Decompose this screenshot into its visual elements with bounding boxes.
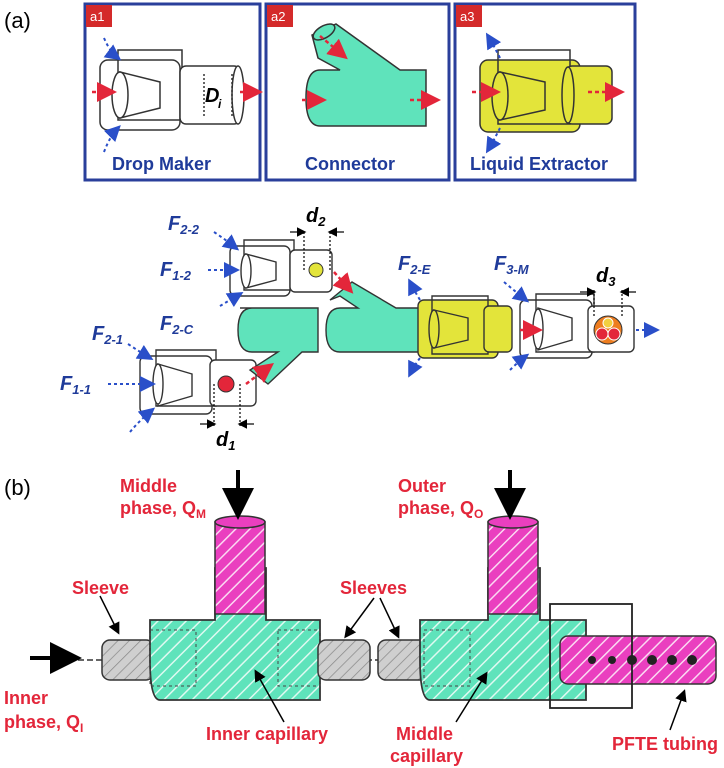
droplet-d1 — [217, 375, 235, 393]
middle-phase-line2: phase, QM — [120, 498, 206, 521]
middle-phase-inlet — [214, 521, 266, 615]
inner-phase-line2: phase, QI — [4, 712, 83, 735]
sleeve-label: Sleeve — [72, 578, 129, 598]
label-f3m: F3-M — [494, 253, 530, 277]
box-connector: a2 Connector — [264, 2, 451, 182]
extractor-bottom-outflow-arrow — [485, 127, 502, 154]
droplet-d3-core-3 — [602, 317, 614, 329]
pfte-pointer — [669, 689, 687, 731]
drop-maker-bottom-flow-arrow — [103, 125, 121, 153]
drop-maker-top-flow-arrow — [103, 37, 122, 61]
box-a2-title: Connector — [305, 154, 395, 174]
box-drop-maker: a1 D i Drop Maker — [83, 2, 263, 182]
outer-phase-inlet — [487, 521, 539, 615]
assembly-extractor — [417, 295, 513, 359]
t1-right-socket — [277, 629, 321, 687]
droplet-d3-core-1 — [595, 327, 609, 341]
extractor-top-outflow-arrow — [485, 32, 502, 59]
zoom-frame — [549, 603, 633, 709]
dim-d2-marker — [290, 227, 344, 270]
flow-f3m-bottom-arrow — [509, 353, 530, 371]
label-d3: d3 — [596, 265, 616, 289]
sleeves-label: Sleeves — [340, 578, 407, 598]
outer-phase-inlet-top — [487, 515, 539, 529]
sleeves-pointer-1 — [344, 597, 375, 639]
flow-f2e-bottom-arrow — [408, 357, 423, 378]
label-f2e: F2-E — [398, 253, 431, 277]
connector-top-opening — [312, 23, 336, 41]
panel-b-device: Middle phase, QM Outer phase, QO Sleeve … — [4, 470, 718, 766]
assembly-drop-maker-2 — [229, 239, 333, 297]
box-a3-title: Liquid Extractor — [470, 154, 608, 174]
box-a1-title: Drop Maker — [112, 154, 211, 174]
label-f11: F1-1 — [60, 373, 91, 397]
sleeve-pointer — [99, 595, 120, 635]
flow-d1-arrow — [245, 363, 274, 385]
assembly: F2-2 F1-2 F2-1 F1-1 F2-C F2-E F3-M d2 d1… — [60, 205, 660, 453]
flow-f22-arrow — [213, 231, 240, 251]
middle-phase-line1: Middle — [120, 476, 177, 496]
pfte-tubing — [559, 635, 717, 685]
box-a2-tag — [267, 5, 293, 27]
box-liquid-extractor: a3 Liquid Extractor — [453, 2, 637, 182]
panel-a-label: (a) — [4, 8, 31, 33]
extractor-icon — [479, 49, 613, 133]
sleeves-pointer-2 — [379, 597, 400, 639]
middle-sleeve-1 — [317, 639, 371, 681]
label-d1: d1 — [216, 429, 235, 453]
box-a1-tag — [86, 5, 112, 27]
flow-f2e-arrow — [408, 278, 423, 301]
dim-d1-marker — [200, 384, 254, 429]
left-sleeve — [101, 639, 155, 681]
inner-phase-line1: Inner — [4, 688, 48, 708]
label-d2: d2 — [306, 205, 326, 229]
flow-f21-bottom-arrow — [129, 407, 156, 433]
outer-phase-line2: phase, QO — [398, 498, 483, 521]
inner-capillary-label: Inner capillary — [206, 724, 328, 744]
outer-phase-line1: Outer — [398, 476, 446, 496]
t-junction-2 — [419, 567, 587, 701]
assembly-connector-2 — [325, 281, 421, 353]
middle-capillary-line1: Middle — [396, 724, 453, 744]
box-a1-tag-text: a1 — [90, 9, 104, 24]
label-f2c: F2-C — [160, 313, 194, 337]
label-f12: F1-2 — [160, 259, 192, 283]
middle-phase-inlet-top — [214, 515, 266, 529]
panel-b-label: (b) — [4, 475, 31, 500]
middle-capillary-line2: capillary — [390, 746, 463, 766]
dim-di-sub: i — [218, 97, 222, 111]
droplet-d2 — [308, 262, 324, 278]
label-f21: F2-1 — [92, 323, 123, 347]
box-a3-tag-text: a3 — [460, 9, 474, 24]
box-a3-tag — [456, 5, 482, 27]
connector-side-inflow-arrow — [319, 35, 348, 60]
dim-di-label: D — [205, 85, 219, 107]
flow-f3m-arrow — [503, 281, 530, 303]
t2-left-socket — [423, 629, 471, 687]
flow-f21-arrow — [127, 343, 154, 361]
drop-maker-icon — [99, 49, 245, 131]
dim-d3-marker — [580, 287, 636, 316]
assembly-drop-maker-1 — [139, 349, 257, 415]
droplet-d3-core-2 — [607, 327, 621, 341]
label-f22: F2-2 — [168, 213, 200, 237]
middle-capillary-pointer — [455, 671, 488, 723]
inner-capillary-pointer — [254, 669, 285, 723]
t1-left-socket — [149, 629, 197, 687]
flow-f22-bottom-arrow — [219, 291, 244, 308]
pfte-label: PFTE tubing — [612, 734, 718, 754]
box-a2-tag-text: a2 — [271, 9, 285, 24]
